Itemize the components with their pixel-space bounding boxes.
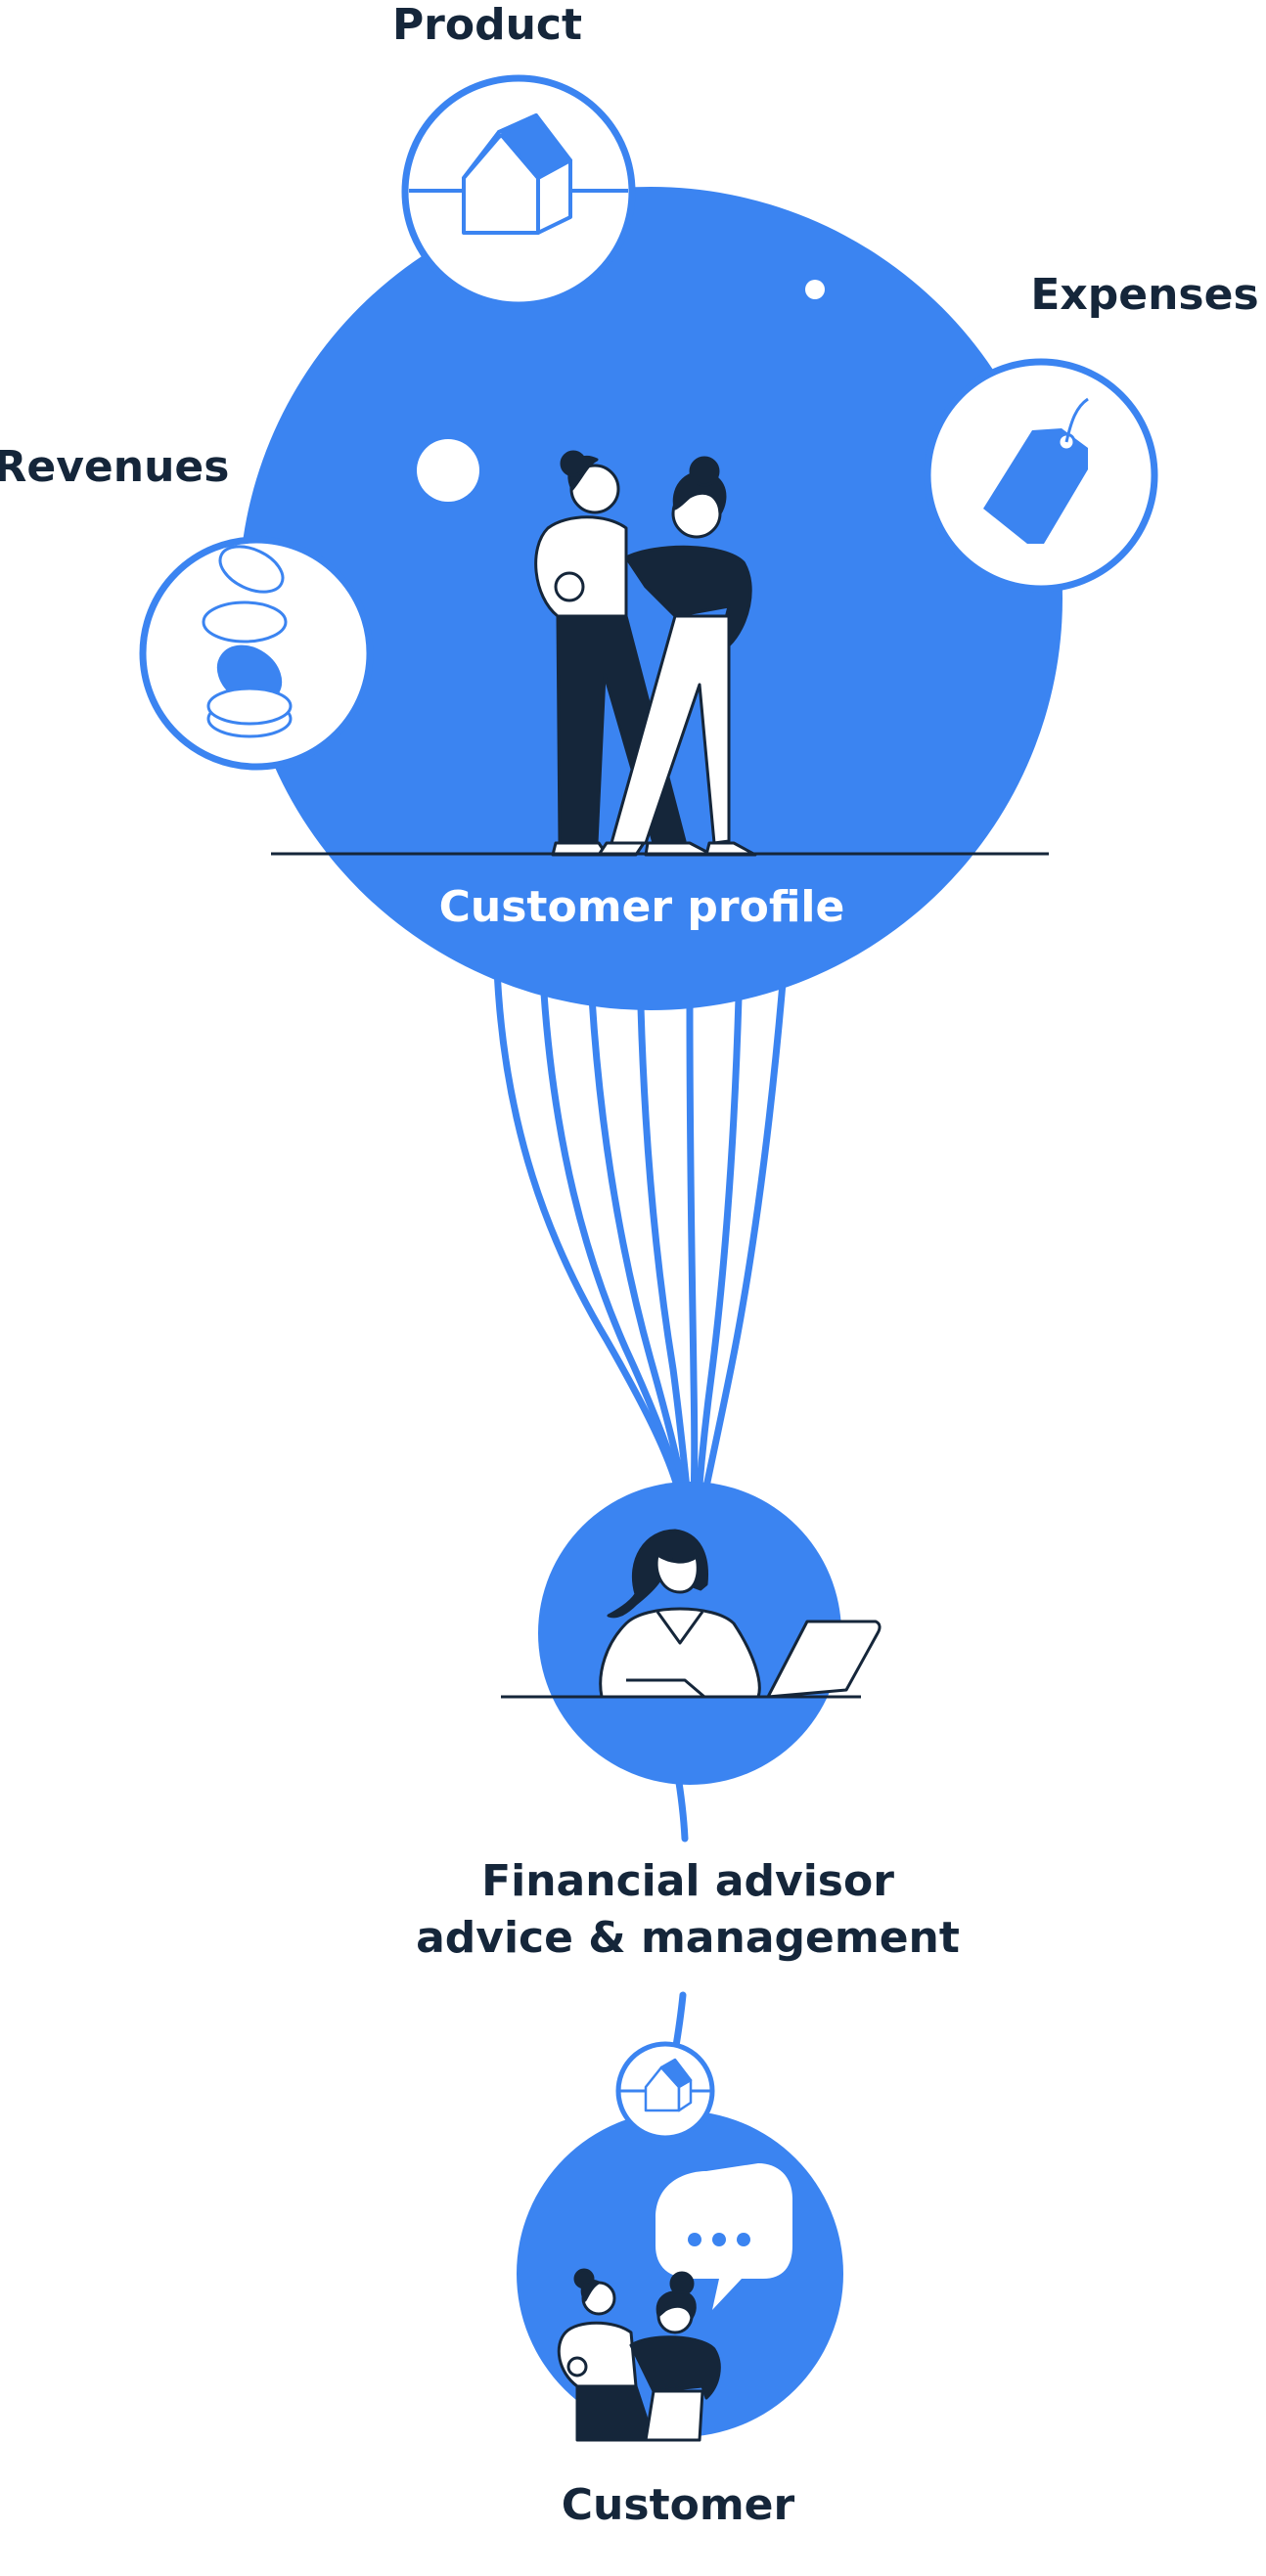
- flow-line: [637, 1003, 692, 1500]
- price-tag-icon: [983, 397, 1089, 544]
- product-label: Product: [392, 0, 582, 50]
- flow-line: [695, 994, 743, 1500]
- revenues-node: [139, 536, 374, 771]
- advisor-illustration: [599, 1529, 882, 1699]
- customer-label: Customer: [562, 2480, 795, 2530]
- decor-dot-large: [417, 439, 479, 502]
- advisor-label-line1: Financial advisor: [481, 1856, 894, 1906]
- expenses-label: Expenses: [1030, 270, 1258, 320]
- flow-line: [539, 974, 687, 1500]
- customer-people-illustration: [557, 2268, 721, 2442]
- flow-line: [493, 964, 684, 1500]
- customer-profile-circle: [239, 187, 1063, 1010]
- product-node: [401, 74, 636, 309]
- customer-profile-people-illustration: [534, 450, 757, 857]
- speech-bubble-icon: [656, 2163, 792, 2310]
- customer-product-node: [615, 2041, 715, 2141]
- coins-icon: [202, 545, 293, 738]
- revenues-label: Revenues: [0, 442, 229, 492]
- advisor-label-line2: advice & management: [416, 1913, 960, 1963]
- flow-line: [588, 994, 689, 1500]
- flow-line: [701, 979, 787, 1500]
- customer-profile-label: Customer profile: [439, 882, 845, 932]
- house-icon: [644, 2058, 693, 2112]
- expenses-node: [924, 358, 1158, 593]
- flow-lines: [493, 964, 787, 2056]
- decor-dot-small: [805, 280, 825, 299]
- house-icon: [462, 113, 572, 235]
- flow-line: [686, 1003, 699, 1500]
